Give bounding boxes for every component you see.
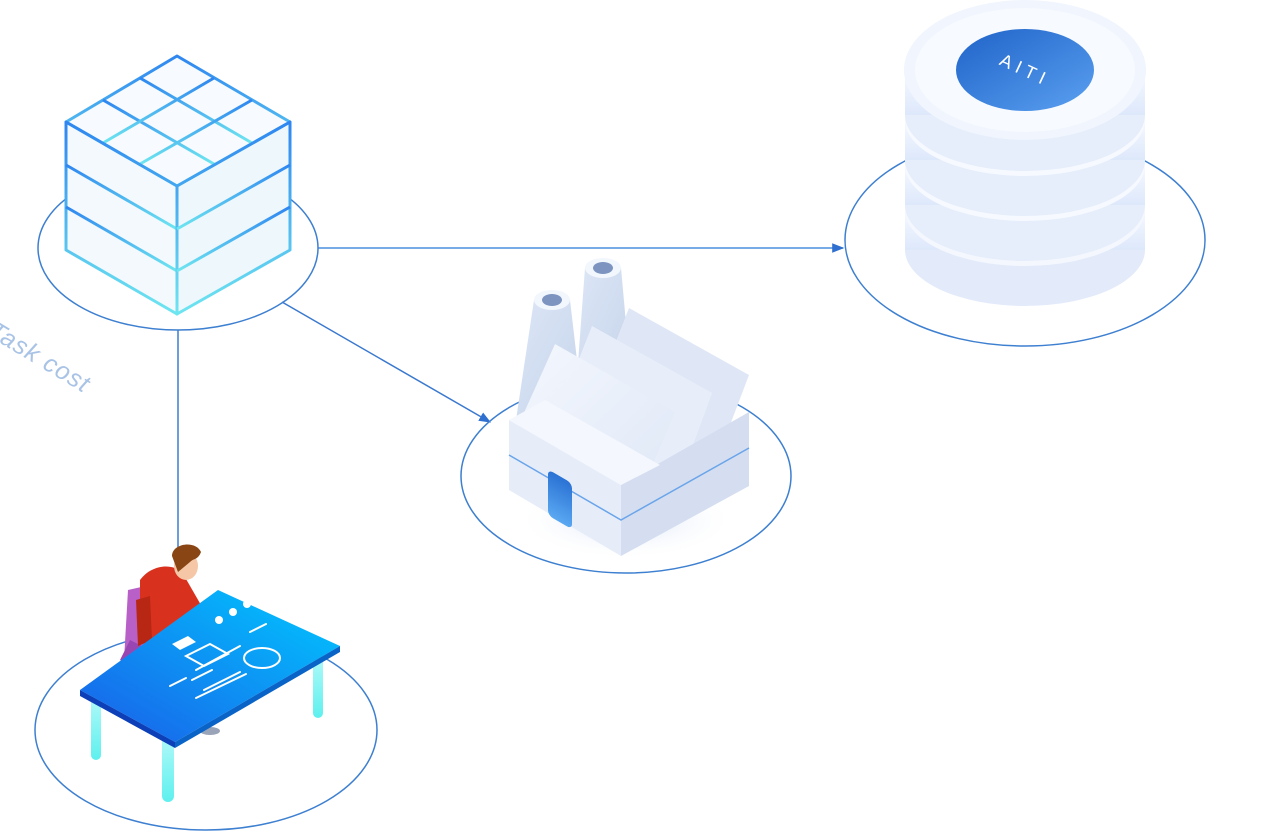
desk-screen-ui [169,600,281,699]
edge-cube-to-factory [281,301,492,423]
edges [177,243,845,548]
factory-icon [508,258,750,560]
database-logo-badge [956,29,1094,111]
database-stack-icon: AITI [904,0,1146,306]
person-at-desk-icon [80,544,340,802]
factory-door [548,471,572,528]
cube-grid-icon [64,54,292,316]
